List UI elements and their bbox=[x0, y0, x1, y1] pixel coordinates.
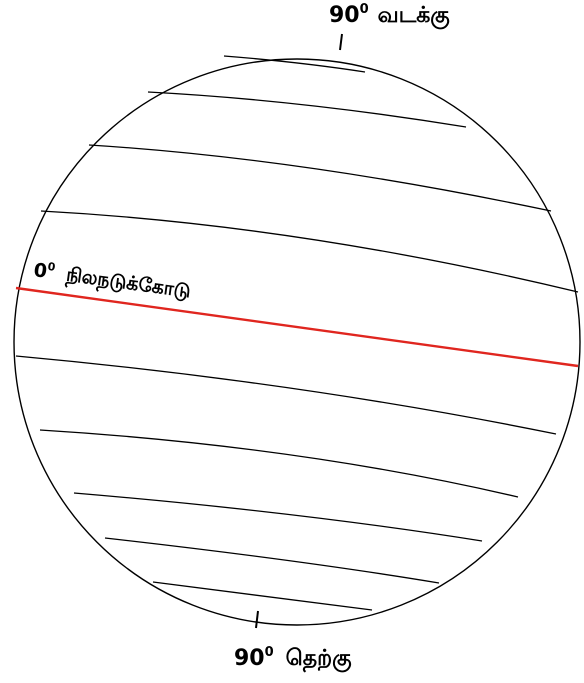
latitude-line bbox=[105, 538, 439, 583]
south-degree: 90 bbox=[234, 646, 265, 671]
latitude-line bbox=[16, 356, 556, 434]
equator-degree: 0 bbox=[32, 259, 48, 283]
equator-degree-sup: 0 bbox=[47, 260, 57, 274]
south-pole-tick bbox=[256, 611, 258, 628]
north-text: வடக்கு bbox=[378, 3, 451, 30]
equator-line bbox=[16, 288, 578, 366]
latitude-line bbox=[153, 582, 372, 610]
north-degree: 90 bbox=[329, 3, 360, 28]
south-text: தெற்கு bbox=[286, 646, 352, 673]
north-pole-label: 900 வடக்கு bbox=[329, 2, 450, 30]
latitude-line bbox=[89, 145, 551, 211]
north-pole-tick bbox=[340, 34, 342, 50]
latitude-line bbox=[74, 493, 482, 541]
latitude-line bbox=[40, 430, 518, 497]
latitude-line bbox=[148, 92, 466, 127]
north-degree-sup: 0 bbox=[360, 2, 369, 17]
globe-outline bbox=[14, 59, 580, 625]
south-degree-sup: 0 bbox=[265, 645, 274, 660]
south-pole-label: 900 தெற்கு bbox=[234, 645, 352, 673]
